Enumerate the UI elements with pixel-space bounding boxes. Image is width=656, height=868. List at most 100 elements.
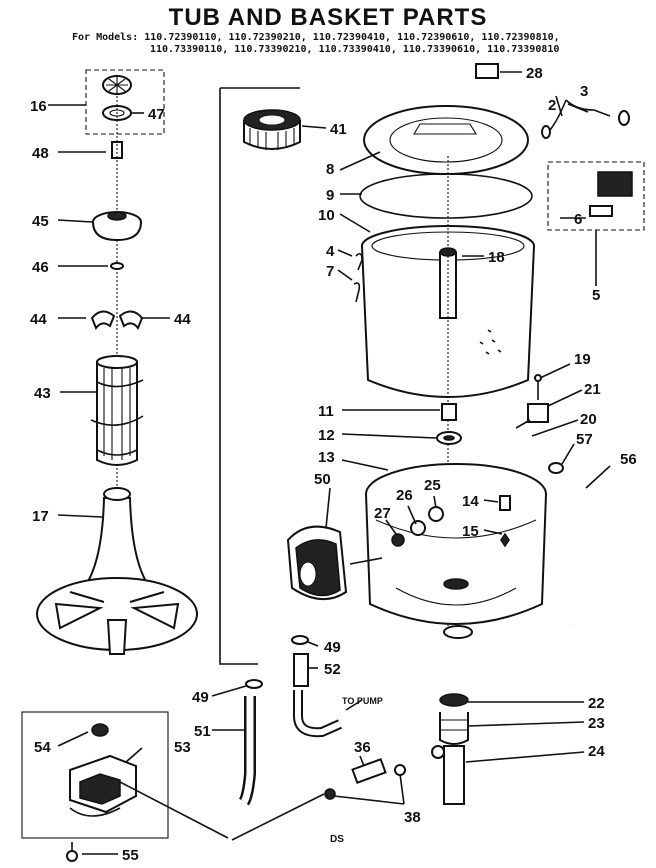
outer-tub-center-hole xyxy=(443,578,469,590)
callout-55: 55 xyxy=(122,847,139,864)
callout-41: 41 xyxy=(330,121,347,138)
tub-fitting-26 xyxy=(410,520,426,536)
tub-fitting-25 xyxy=(428,506,444,522)
cap-group-box xyxy=(85,69,165,135)
agitator-barrel-top xyxy=(96,355,138,369)
callout-24: 24 xyxy=(588,743,605,760)
callout-18: 18 xyxy=(488,249,505,266)
outer-tub-bottom-outlet xyxy=(443,625,473,639)
callout-53: 53 xyxy=(174,739,191,756)
assembly-connector-line xyxy=(219,88,258,665)
agitator-fins xyxy=(54,591,180,655)
basket-clip-7 xyxy=(353,282,361,303)
callout-8: 8 xyxy=(326,161,334,178)
tub-fitting-27 xyxy=(391,533,405,547)
callout-45: 45 xyxy=(32,213,49,230)
callout-20: 20 xyxy=(580,411,597,428)
drive-tube-24 xyxy=(443,745,465,805)
callout-54: 54 xyxy=(34,739,51,756)
tub-bolt-14 xyxy=(499,495,511,511)
pump-assembly xyxy=(21,711,325,862)
callout-22: 22 xyxy=(588,695,605,712)
bracket-21 xyxy=(527,403,549,423)
callout-15: 15 xyxy=(462,523,479,540)
callout-3: 3 xyxy=(580,83,588,100)
hose-51-inner xyxy=(240,696,254,804)
callout-7: 7 xyxy=(326,263,334,280)
callout-11: 11 xyxy=(318,403,334,420)
pressure-switch-5 xyxy=(597,171,633,197)
callout-56: 56 xyxy=(620,451,637,468)
callout-10: 10 xyxy=(318,207,335,224)
drive-tube-parts xyxy=(324,693,469,805)
tub-ring xyxy=(363,105,529,175)
callout-48: 48 xyxy=(32,145,49,162)
callout-47: 47 xyxy=(148,106,165,123)
callout-46: 46 xyxy=(32,259,49,276)
drive-seal-22 xyxy=(439,693,469,707)
pump-cover-50-port xyxy=(299,561,317,587)
callout-57: 57 xyxy=(576,431,593,448)
callout-17: 17 xyxy=(32,508,49,525)
models-line-1-text: 110.72390110, 110.72390210, 110.72390410… xyxy=(144,32,560,43)
to-pump-label: TO PUMP xyxy=(342,696,383,706)
model-line-2: 110.73390110, 110.73390210, 110.73390410… xyxy=(72,44,652,56)
callout-50: 50 xyxy=(314,471,331,488)
callout-21: 21 xyxy=(584,381,601,398)
diagram-title: TUB AND BASKET PARTS xyxy=(168,4,488,31)
callout-44-left: 44 xyxy=(30,311,47,328)
basket-assembly xyxy=(353,105,547,639)
inlet-block-28 xyxy=(475,63,499,79)
drain-hose-56 xyxy=(569,483,611,636)
hose-clamp-2 xyxy=(541,125,551,139)
pump-cap-54 xyxy=(91,723,109,737)
pump-group-box xyxy=(21,711,169,839)
cap-41-ribs xyxy=(249,128,295,150)
agitator-top-housing-body xyxy=(92,221,142,242)
callout-44-right: 44 xyxy=(174,311,191,328)
drain-hose-56-inner xyxy=(569,481,613,638)
callout-26: 26 xyxy=(396,487,413,504)
callout-43: 43 xyxy=(34,385,51,402)
model-list: For Models: 110.72390110, 110.72390210, 1… xyxy=(72,32,652,56)
basket-clip-4 xyxy=(355,252,363,271)
agitator-barrel xyxy=(96,355,138,466)
callout-9: 9 xyxy=(326,187,334,204)
tub-nut-15 xyxy=(500,532,510,548)
tub-ring-slot xyxy=(413,123,477,135)
agitator-barrel-ribs xyxy=(103,368,131,460)
callout-6: 6 xyxy=(574,211,582,228)
pump-link-line-2 xyxy=(231,793,325,841)
bearing-23 xyxy=(439,712,469,745)
basket-holes xyxy=(479,329,502,355)
agitator-base-top xyxy=(103,487,131,501)
pump-link-line xyxy=(119,781,229,839)
callout-28: 28 xyxy=(526,65,543,82)
callout-52: 52 xyxy=(324,661,341,678)
pump-body-53-core xyxy=(79,773,121,805)
pump-screw-55 xyxy=(66,850,78,862)
models-label: For Models: xyxy=(72,32,139,43)
spin-nut xyxy=(441,403,457,421)
callout-23: 23 xyxy=(588,715,605,732)
callout-labels: 16 47 48 45 46 44 44 43 17 41 8 9 10 4 7… xyxy=(30,65,637,864)
agitator-top-housing-hub xyxy=(107,211,127,221)
tub-ring-gasket xyxy=(359,173,533,219)
agitator-assembly xyxy=(36,69,198,655)
drive-tube-port xyxy=(431,745,445,759)
tub-attachment-parts xyxy=(515,374,613,638)
callout-51: 51 xyxy=(194,723,211,740)
callout-13: 13 xyxy=(318,449,335,466)
hose-clamp-49-lower xyxy=(245,679,263,689)
footer-code: DS xyxy=(330,834,344,845)
callout-5: 5 xyxy=(592,287,600,304)
switch-gasket-6 xyxy=(589,205,613,217)
leader-lines xyxy=(48,71,611,855)
callout-16: 16 xyxy=(30,98,47,115)
hose-clamp-57 xyxy=(548,462,564,474)
basket-seal-hole xyxy=(443,435,455,441)
callout-36: 36 xyxy=(354,739,371,756)
callout-27: 27 xyxy=(374,505,391,522)
retainer-washer xyxy=(110,262,124,270)
